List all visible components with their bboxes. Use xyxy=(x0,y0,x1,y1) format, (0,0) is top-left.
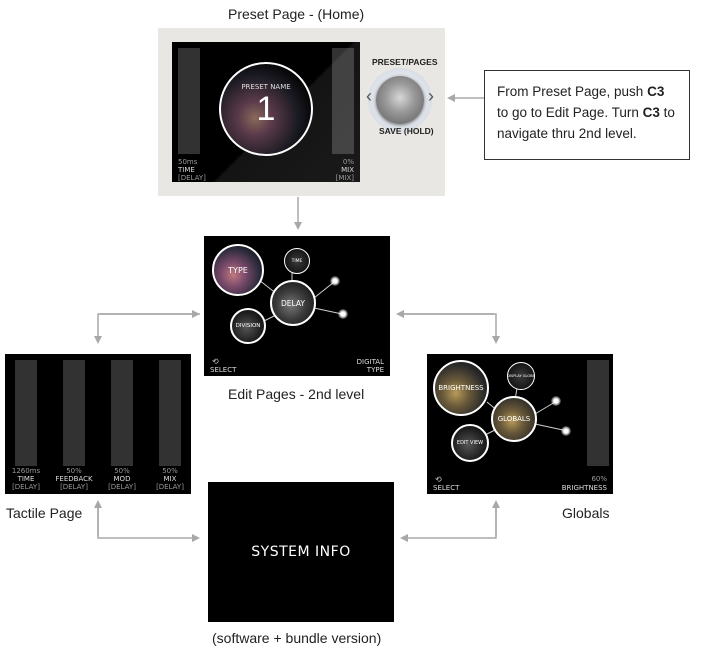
tactile-sub-4: [DELAY] xyxy=(156,483,184,491)
tactile-label-1: TIME xyxy=(17,475,35,483)
edit-time-label: TIME xyxy=(291,258,303,264)
edit-select-label: SELECT xyxy=(210,366,237,374)
edit-type-bubble[interactable]: TYPE xyxy=(212,244,264,296)
preset-screen: PRESET NAME 1 50ms TIME [DELAY] 0% MIX [… xyxy=(172,42,360,182)
knob-arrow-right[interactable]: › xyxy=(428,86,434,106)
knob-arrow-left[interactable]: ‹ xyxy=(366,86,372,106)
instruction-note: From Preset Page, push C3 to go to Edit … xyxy=(484,70,690,160)
preset-knob[interactable] xyxy=(376,76,424,124)
globals-globals-bubble[interactable]: GLOBALS xyxy=(491,396,537,442)
knob-top-label: PRESET/PAGES xyxy=(372,57,438,67)
globals-glow-dot-1 xyxy=(551,396,561,406)
tactile-meter-3 xyxy=(111,360,133,466)
note-c3-1: C3 xyxy=(647,84,665,99)
edit-screen: TYPE TIME DELAY DIVISION ⟲ SELECT DIGITA… xyxy=(204,236,390,376)
arrow-edit-to-tactile xyxy=(94,313,200,344)
preset-right-sub: [MIX] xyxy=(335,174,354,182)
note-c3-2: C3 xyxy=(642,105,660,120)
edit-type-label: TYPE xyxy=(228,265,248,275)
preset-right-meter xyxy=(332,48,354,154)
globals-display-bubble[interactable]: DISPLAY GLOBE xyxy=(507,362,535,390)
edit-type-value-label: TYPE xyxy=(366,366,384,374)
edit-division-label: DIVISION xyxy=(235,323,261,329)
note-text-1: From Preset Page, push xyxy=(497,84,648,99)
tactile-meter-2 xyxy=(63,360,85,466)
tactile-screen: 1260ms TIME [DELAY] 50% FEEDBACK [DELAY]… xyxy=(5,354,191,494)
preset-orb: PRESET NAME 1 xyxy=(219,62,313,156)
preset-right-label: MIX xyxy=(341,166,354,174)
preset-page-panel: PRESET NAME 1 50ms TIME [DELAY] 0% MIX [… xyxy=(158,28,445,196)
rotate-icon: ⟲ xyxy=(212,357,219,366)
globals-brightness-bubble[interactable]: BRIGHTNESS xyxy=(433,360,489,416)
knob-bottom-label: SAVE (HOLD) xyxy=(379,126,434,136)
globals-select-label: SELECT xyxy=(433,484,460,492)
edit-digital-label: DIGITAL xyxy=(356,358,384,366)
tactile-label-2: FEEDBACK xyxy=(55,475,93,483)
tactile-value-1: 1260ms xyxy=(11,467,41,475)
tactile-label-3: MOD xyxy=(113,475,131,483)
preset-left-value: 50ms xyxy=(178,158,198,166)
tactile-value-4: 50% xyxy=(162,467,178,475)
note-text-2: to go to Edit Page. Turn xyxy=(497,105,643,120)
tactile-value-3: 50% xyxy=(114,467,130,475)
edit-division-bubble[interactable]: DIVISION xyxy=(230,308,266,344)
globals-screen: BRIGHTNESS DISPLAY GLOBE GLOBALS EDIT VI… xyxy=(427,354,613,494)
globals-globals-label: GLOBALS xyxy=(497,415,531,423)
globals-brightness-bottom-label: BRIGHTNESS xyxy=(561,484,607,492)
edit-glow-dot-2 xyxy=(338,309,348,319)
rotate-icon: ⟲ xyxy=(435,475,442,484)
preset-left-meter xyxy=(178,48,200,154)
tactile-sub-3: [DELAY] xyxy=(108,483,136,491)
edit-time-bubble[interactable]: TIME xyxy=(284,248,310,274)
globals-meter xyxy=(587,360,609,466)
globals-display-label: DISPLAY GLOBE xyxy=(507,374,535,378)
edit-delay-bubble[interactable]: DELAY xyxy=(270,280,316,326)
tactile-value-2: 50% xyxy=(66,467,82,475)
caption-globals: Globals xyxy=(562,505,610,521)
preset-left-sub: [DELAY] xyxy=(178,174,206,182)
system-info-screen: SYSTEM INFO xyxy=(208,482,394,622)
caption-edit-pages: Edit Pages - 2nd level xyxy=(228,386,365,402)
globals-edit-view-bubble[interactable]: EDIT VIEW xyxy=(451,424,489,462)
edit-delay-label: DELAY xyxy=(281,298,305,308)
arrow-tactile-to-system xyxy=(97,502,200,542)
system-info-title: SYSTEM INFO xyxy=(251,544,351,560)
arrow-globals-to-system xyxy=(400,502,497,542)
note-text-3: to navigate thru 2nd level. xyxy=(497,105,675,141)
tactile-sub-2: [DELAY] xyxy=(60,483,88,491)
tactile-sub-1: [DELAY] xyxy=(12,483,40,491)
caption-preset-page: Preset Page - (Home) xyxy=(228,6,365,22)
tactile-label-4: MIX xyxy=(163,475,177,483)
caption-system-info: (software + bundle version) xyxy=(212,630,382,646)
globals-value: 60% xyxy=(591,475,607,483)
arrow-edit-to-globals xyxy=(400,313,500,344)
globals-edit-view-label: EDIT VIEW xyxy=(456,440,484,446)
globals-brightness-label: BRIGHTNESS xyxy=(438,384,484,392)
tactile-meter-4 xyxy=(159,360,181,466)
globals-glow-dot-2 xyxy=(561,426,571,436)
caption-tactile-page: Tactile Page xyxy=(6,505,83,521)
preset-number: 1 xyxy=(256,90,276,128)
preset-right-value: 0% xyxy=(342,158,354,166)
tactile-meter-1 xyxy=(15,360,37,466)
edit-glow-dot-1 xyxy=(330,276,340,286)
preset-name-label: PRESET NAME xyxy=(241,83,291,91)
preset-left-label: TIME xyxy=(178,166,195,174)
